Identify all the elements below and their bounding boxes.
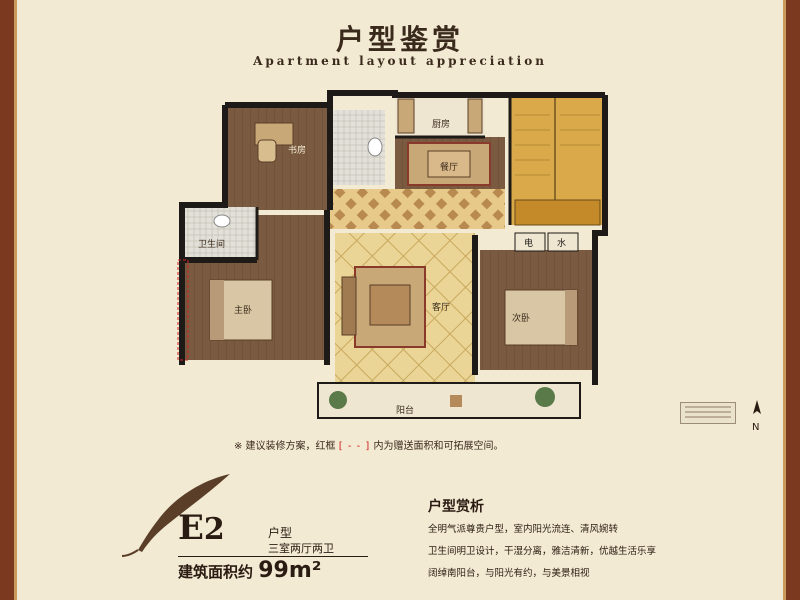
coffee-table — [369, 284, 411, 326]
unit-code-number: 2 — [203, 512, 225, 547]
page-subtitle: Apartment layout appreciation — [253, 54, 547, 68]
entry-corridor — [330, 189, 505, 229]
note-suffix: 内为赠送面积和可拓展空间。 — [373, 441, 504, 452]
quill-icon — [121, 474, 230, 557]
study-chair — [257, 139, 277, 163]
frame-inner-line-right — [783, 0, 786, 600]
gift-area-marker — [177, 259, 189, 361]
unit-type-label: 户型 — [268, 526, 293, 540]
unit-type-desc: 三室两厅两卫 — [268, 542, 334, 555]
room-label-bedroom: 次卧 — [512, 312, 530, 324]
sofa — [341, 276, 357, 336]
dining-table — [427, 150, 471, 178]
study-floor — [225, 105, 330, 210]
area-divider — [178, 556, 368, 557]
area-label: 建筑面积约 — [178, 563, 254, 581]
frame-inner-line-left — [14, 0, 17, 600]
room-label-master: 主卧 — [234, 304, 252, 316]
room-label-balcony: 阳台 — [396, 404, 414, 416]
utility-electric: 电 — [524, 237, 533, 249]
analysis-line-2: 卫生间明卫设计，干湿分离，雅洁清新，优越生活乐享 — [428, 546, 657, 557]
page-title: 户型鉴赏 — [335, 23, 464, 56]
note-redbox: [ - - ] — [338, 441, 371, 452]
floor-plan: 书房 厨房 餐厅 卫生间 主卧 客厅 次卧 电 水 — [177, 90, 608, 419]
area-value: 99m² — [258, 558, 322, 583]
room-label-study: 书房 — [288, 144, 306, 156]
room-label-kitchen: 厨房 — [432, 118, 450, 130]
room-label-bath: 卫生间 — [198, 238, 225, 250]
wardrobe-corridor — [257, 215, 327, 260]
unit-code: E2 — [178, 508, 225, 548]
unit-code-letter: E — [178, 508, 204, 548]
scale-bar — [680, 402, 736, 424]
analysis-title: 户型赏析 — [428, 499, 484, 515]
room-label-dining: 餐厅 — [440, 161, 458, 173]
plan-note: ※ 建议装修方案，红框 [ - - ] 内为赠送面积和可拓展空间。 — [234, 437, 504, 452]
room-label-living: 客厅 — [432, 301, 450, 313]
compass-icon: N — [752, 400, 761, 433]
unit-area: 建筑面积约 99m² — [178, 558, 321, 583]
analysis-line-1: 全明气派尊贵户型，室内阳光流连、清风婉转 — [428, 524, 619, 535]
analysis-line-3: 阔绰南阳台，与阳光有约，与美景相视 — [428, 568, 590, 579]
compass-label: N — [752, 422, 759, 433]
note-prefix: ※ 建议装修方案，红框 — [234, 441, 336, 452]
utility-water: 水 — [557, 237, 566, 249]
